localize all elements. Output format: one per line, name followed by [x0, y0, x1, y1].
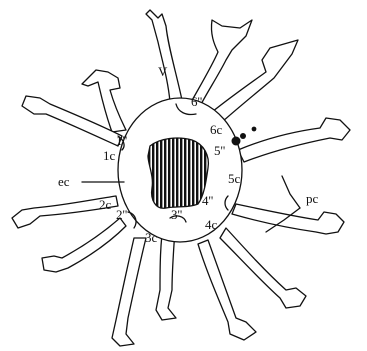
- horn-lower-left: [42, 218, 126, 272]
- horn-lower-right: [232, 204, 344, 234]
- label-V: V: [158, 64, 168, 79]
- label-6c: 6c: [210, 122, 223, 137]
- label-1c: 1c: [103, 148, 116, 163]
- label-5pp: 5'': [214, 143, 225, 158]
- label-3pp: 3'': [171, 207, 182, 222]
- label-2c: 2c: [99, 197, 112, 212]
- horn-bottom-left: [112, 238, 146, 346]
- label-4c: 4c: [205, 217, 218, 232]
- spot-small: [252, 127, 257, 132]
- label-ec: ec: [58, 174, 70, 189]
- spot-medium: [240, 133, 246, 139]
- label-6pp: 6'': [191, 94, 202, 109]
- horn-lower-right-diag: [220, 228, 306, 308]
- label-3c: 3c: [145, 230, 158, 245]
- label-5c: 5c: [228, 171, 241, 186]
- pc-leader-upper: [282, 176, 300, 208]
- label-2pp: 2'': [116, 207, 127, 222]
- horn-right: [238, 118, 350, 162]
- horn-top: [146, 10, 182, 102]
- label-1pp: 1'': [116, 133, 127, 148]
- label-4pp: 4'': [202, 193, 213, 208]
- label-pc: pc: [306, 191, 319, 206]
- spot-large: [232, 137, 241, 146]
- hatched-archeopyle: [148, 138, 208, 208]
